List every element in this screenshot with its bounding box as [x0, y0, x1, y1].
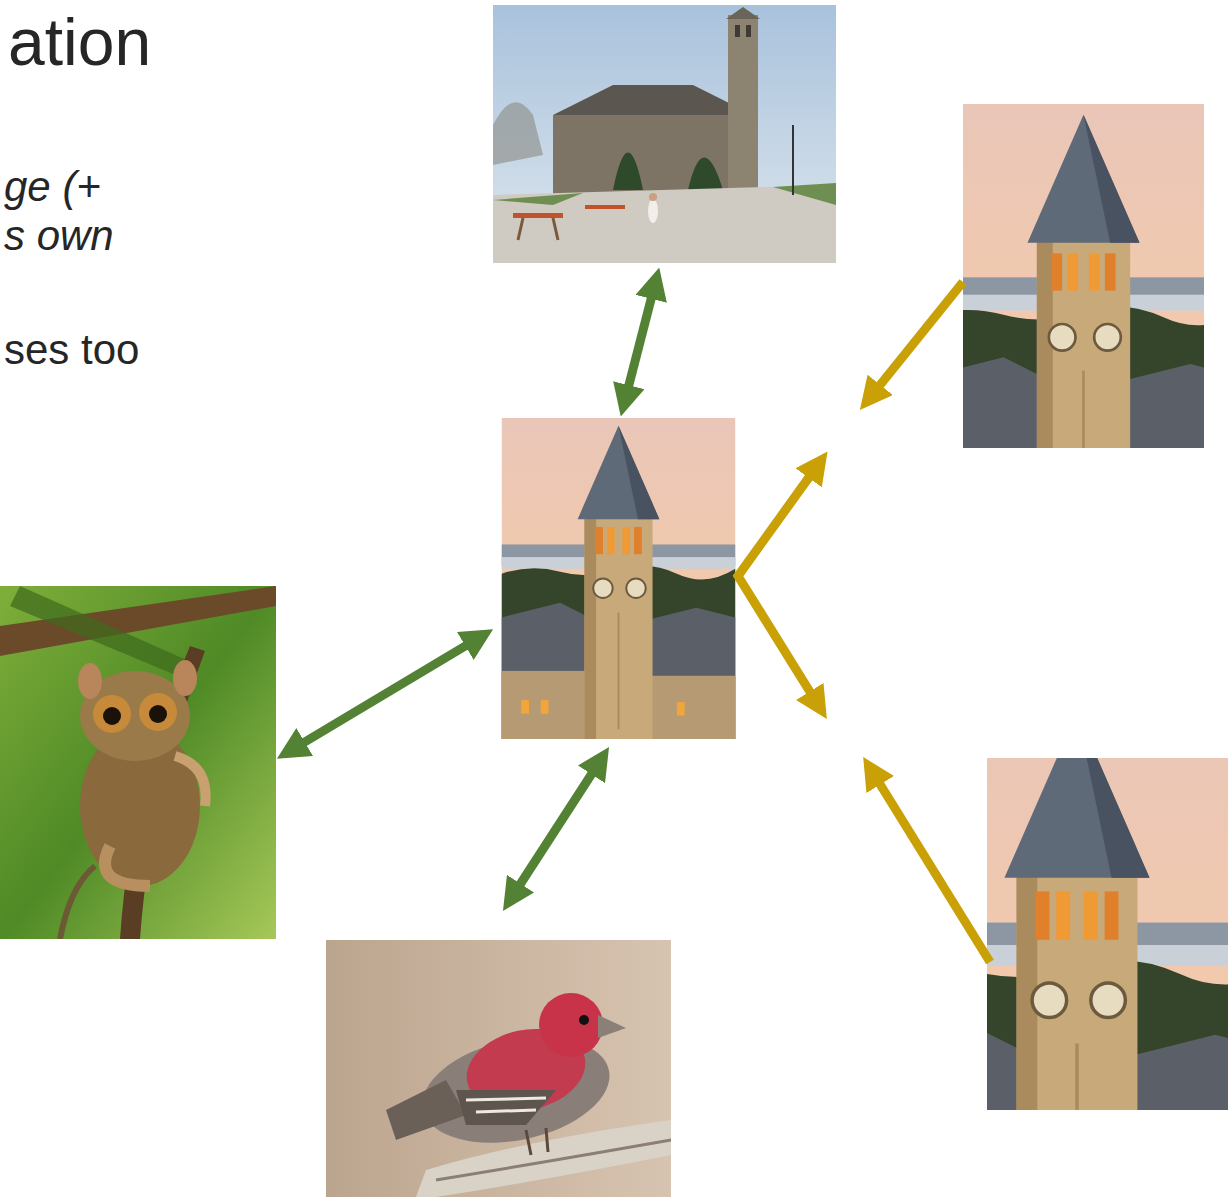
bullet-text: ses too: [4, 326, 139, 373]
slide-title-box: ation: [8, 4, 151, 80]
gold-arrow: [868, 282, 963, 400]
green-arrow: [510, 758, 602, 900]
gold-arrow: [870, 768, 990, 962]
green-arrow: [624, 280, 656, 404]
bullet-text: s own: [4, 212, 114, 259]
bullet-text-box: ge (+: [4, 163, 101, 211]
bullet-text: ge (+: [4, 163, 101, 210]
bullet-text-box: s own: [4, 212, 114, 260]
slide-title: ation: [8, 5, 151, 79]
green-arrow: [288, 636, 482, 752]
gold-arrow: [738, 462, 820, 708]
bullet-text-box: ses too: [4, 326, 139, 374]
